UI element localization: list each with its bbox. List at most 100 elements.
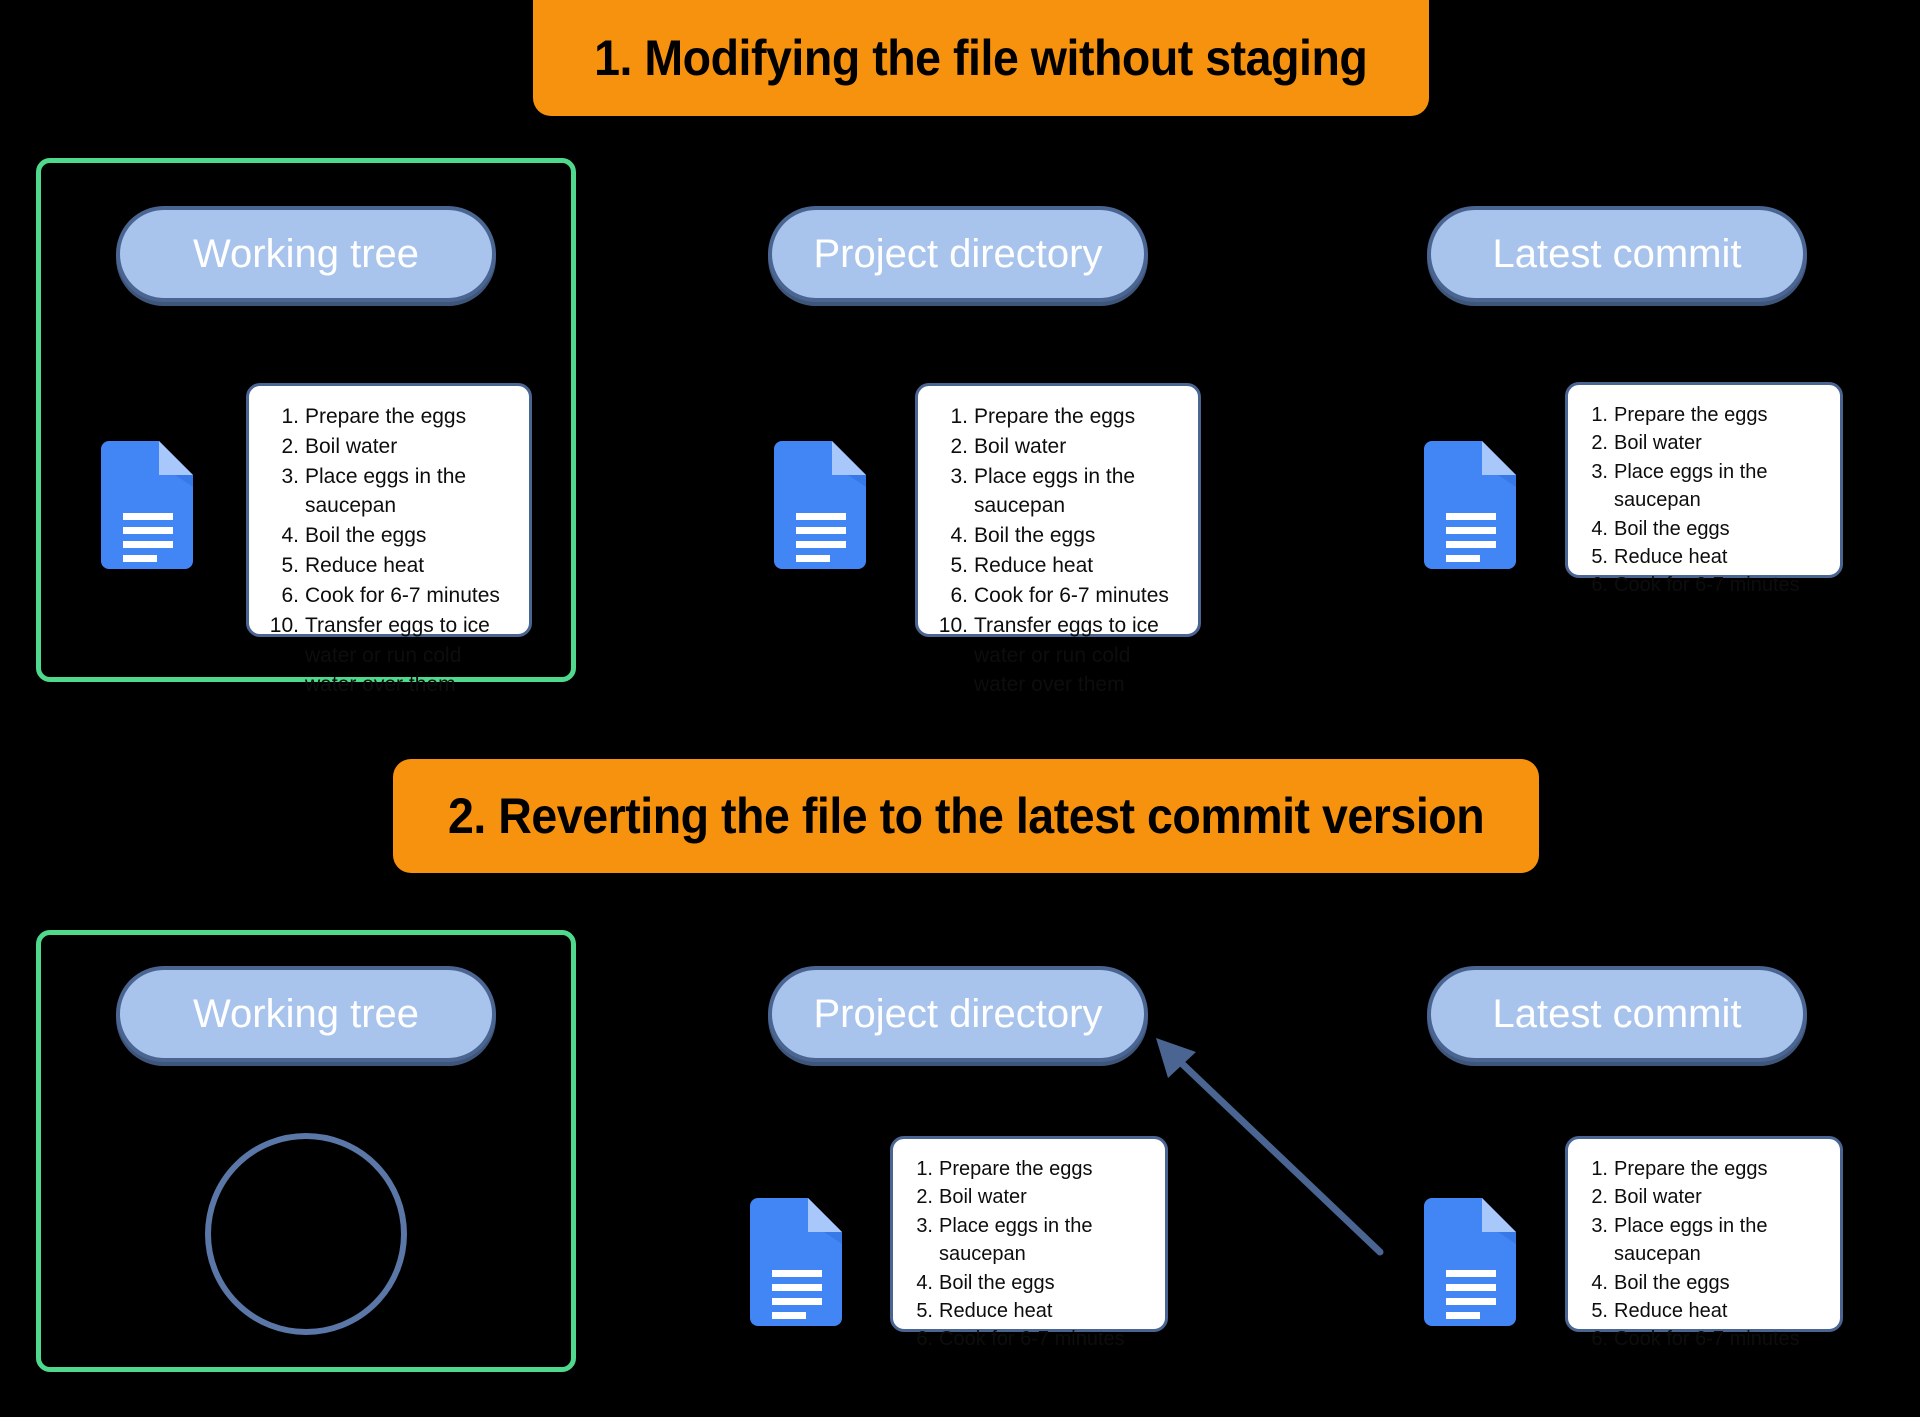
- recipe-item-number: 6.: [950, 583, 968, 607]
- recipe-item-text: Reduce heat: [939, 1299, 1053, 1322]
- recipe-item-number: 2.: [916, 1186, 933, 1209]
- recipe-item-text: Place eggs in the saucepan: [939, 1214, 1093, 1266]
- recipe-item-text: Reduce heat: [1614, 1299, 1728, 1322]
- recipe-item-number: 3.: [1591, 460, 1608, 483]
- recipe-item: 3. Place eggs in the saucepan: [909, 1212, 1147, 1269]
- recipe-list: 1.Prepare the eggs 2. Boil water 3. Place eg…: [909, 1155, 1147, 1354]
- restore-arrow-icon: [1156, 1038, 1384, 1256]
- recipe-item-text: Boil the eggs: [974, 524, 1096, 548]
- recipe-item-number: 10.: [269, 613, 299, 637]
- recipe-item-number: 1.: [281, 405, 299, 428]
- recipe-item-text: Boil the eggs: [1614, 517, 1730, 540]
- working-tree-highlight-frame-2: [36, 930, 576, 1372]
- recipe-item-text: Boil water: [939, 1186, 1027, 1209]
- recipe-item: 4.Boil the eggs: [1584, 515, 1822, 543]
- recipe-item-text: Place eggs in the saucepan: [974, 464, 1136, 518]
- recipe-item: 6. Cook for 6-7 minutes: [909, 1325, 1147, 1353]
- recipe-item-text: Cook for 6-7 minutes: [1614, 1328, 1800, 1351]
- recipe-item: 10.Transfer eggs to ice water or run col…: [265, 611, 511, 700]
- recipe-item: 2. Boil water: [909, 1183, 1147, 1211]
- working-tree-highlight-frame-1: [36, 158, 576, 682]
- recipe-item: 3.Place eggs in the saucepan: [1584, 1212, 1822, 1269]
- recipe-item-number: 3.: [1591, 1214, 1608, 1237]
- recipe-item-text: Transfer eggs to ice water or run cold w…: [974, 613, 1159, 697]
- recipe-item-text: Reduce heat: [1614, 545, 1728, 568]
- pill-latest-commit-1[interactable]: Latest commit: [1427, 206, 1807, 302]
- recipe-item: 5. Reduce heat: [909, 1297, 1147, 1325]
- recipe-item-number: 10.: [938, 613, 968, 637]
- recipe-item-number: 1.: [1591, 1158, 1608, 1180]
- document-icon-working-tree-1: [95, 441, 193, 569]
- recipe-item-text: Boil water: [1614, 432, 1702, 455]
- document-icon-latest-commit-2: [1418, 1198, 1516, 1326]
- pill-project-directory-2[interactable]: Project directory: [768, 966, 1148, 1062]
- recipe-item: 1.Prepare the eggs: [909, 1155, 1147, 1183]
- doc-file-icon: [1424, 1198, 1516, 1326]
- recipe-item: 4.Boil the eggs: [909, 1269, 1147, 1297]
- recipe-item-number: 1.: [1591, 404, 1608, 426]
- recipe-item-number: 4.: [1591, 1271, 1608, 1294]
- recipe-item-number: 2.: [1591, 1186, 1608, 1209]
- recipe-item-number: 6.: [1591, 574, 1608, 597]
- section-1-banner: 1. Modifying the file without staging: [533, 0, 1429, 116]
- recipe-item-text: Cook for 6-7 minutes: [1614, 574, 1800, 597]
- recipe-item: 3.Place eggs in the saucepan: [1584, 458, 1822, 515]
- recipe-item-number: 4.: [281, 524, 299, 548]
- document-icon-latest-commit-1: [1418, 441, 1516, 569]
- pill-latest-commit-2[interactable]: Latest commit: [1427, 966, 1807, 1062]
- pill-working-tree-2[interactable]: Working tree: [116, 966, 496, 1062]
- recipe-item-number: 5.: [1591, 545, 1608, 568]
- pill-label: Latest commit: [1492, 231, 1742, 276]
- recipe-item-number: 5.: [950, 554, 968, 578]
- recipe-item: 10.Transfer eggs to ice water or run col…: [934, 611, 1180, 700]
- section-2-banner-label: 2. Reverting the file to the latest comm…: [447, 788, 1485, 844]
- recipe-item: 6.Cook for 6-7 minutes: [265, 581, 511, 611]
- doc-file-icon: [101, 441, 193, 569]
- recipe-item-number: 5.: [1591, 1299, 1608, 1322]
- recipe-item: 5. Reduce heat: [1584, 543, 1822, 571]
- recipe-item-number: 3.: [281, 464, 299, 488]
- recipe-item-text: Cook for 6-7 minutes: [939, 1328, 1125, 1351]
- recipe-item-text: Boil water: [305, 434, 398, 458]
- recipe-item-text: Prepare the eggs: [1614, 1158, 1768, 1180]
- recipe-item: 1. Prepare the eggs: [934, 402, 1180, 432]
- recipe-item-number: 5.: [916, 1299, 933, 1322]
- recipe-item-text: Boil water: [974, 434, 1067, 458]
- recipe-item-text: Cook for 6-7 minutes: [974, 583, 1169, 607]
- recipe-item-number: 3.: [916, 1214, 933, 1237]
- recipe-item: 2.Boil water: [1584, 429, 1822, 457]
- pill-working-tree-1[interactable]: Working tree: [116, 206, 496, 302]
- recipe-item: 4.Boil the eggs: [934, 521, 1180, 551]
- recipe-item: 6.Cook for 6-7 minutes: [1584, 1325, 1822, 1353]
- recipe-item-text: Boil the eggs: [1614, 1271, 1730, 1294]
- pill-project-directory-1[interactable]: Project directory: [768, 206, 1148, 302]
- recipe-item: 5. Reduce heat: [1584, 1297, 1822, 1325]
- note-card-project-directory-2: 1.Prepare the eggs 2. Boil water 3. Place eg…: [890, 1136, 1168, 1350]
- pill-label: Working tree: [192, 231, 419, 276]
- recipe-item-text: Reduce heat: [974, 554, 1094, 578]
- recipe-item-text: Prepare the eggs: [305, 405, 467, 428]
- recipe-item-text: Boil the eggs: [305, 524, 427, 548]
- recipe-item-number: 1.: [950, 405, 968, 428]
- recipe-item-number: 2.: [281, 434, 299, 458]
- recipe-item: 6. Cook for 6-7 minutes: [1584, 571, 1822, 599]
- recipe-item-text: Prepare the eggs: [974, 405, 1136, 428]
- document-icon-project-directory-1: [768, 441, 866, 569]
- recipe-item: 5.Reduce heat: [265, 551, 511, 581]
- recipe-item: 2.Boil water: [934, 432, 1180, 462]
- recipe-item-number: 6.: [281, 583, 299, 607]
- recipe-item-number: 6.: [916, 1328, 933, 1351]
- doc-file-icon: [750, 1198, 842, 1326]
- empty-working-tree-circle: [205, 1133, 407, 1335]
- recipe-item-text: Cook for 6-7 minutes: [305, 583, 500, 607]
- recipe-item: 5.Reduce heat: [934, 551, 1180, 581]
